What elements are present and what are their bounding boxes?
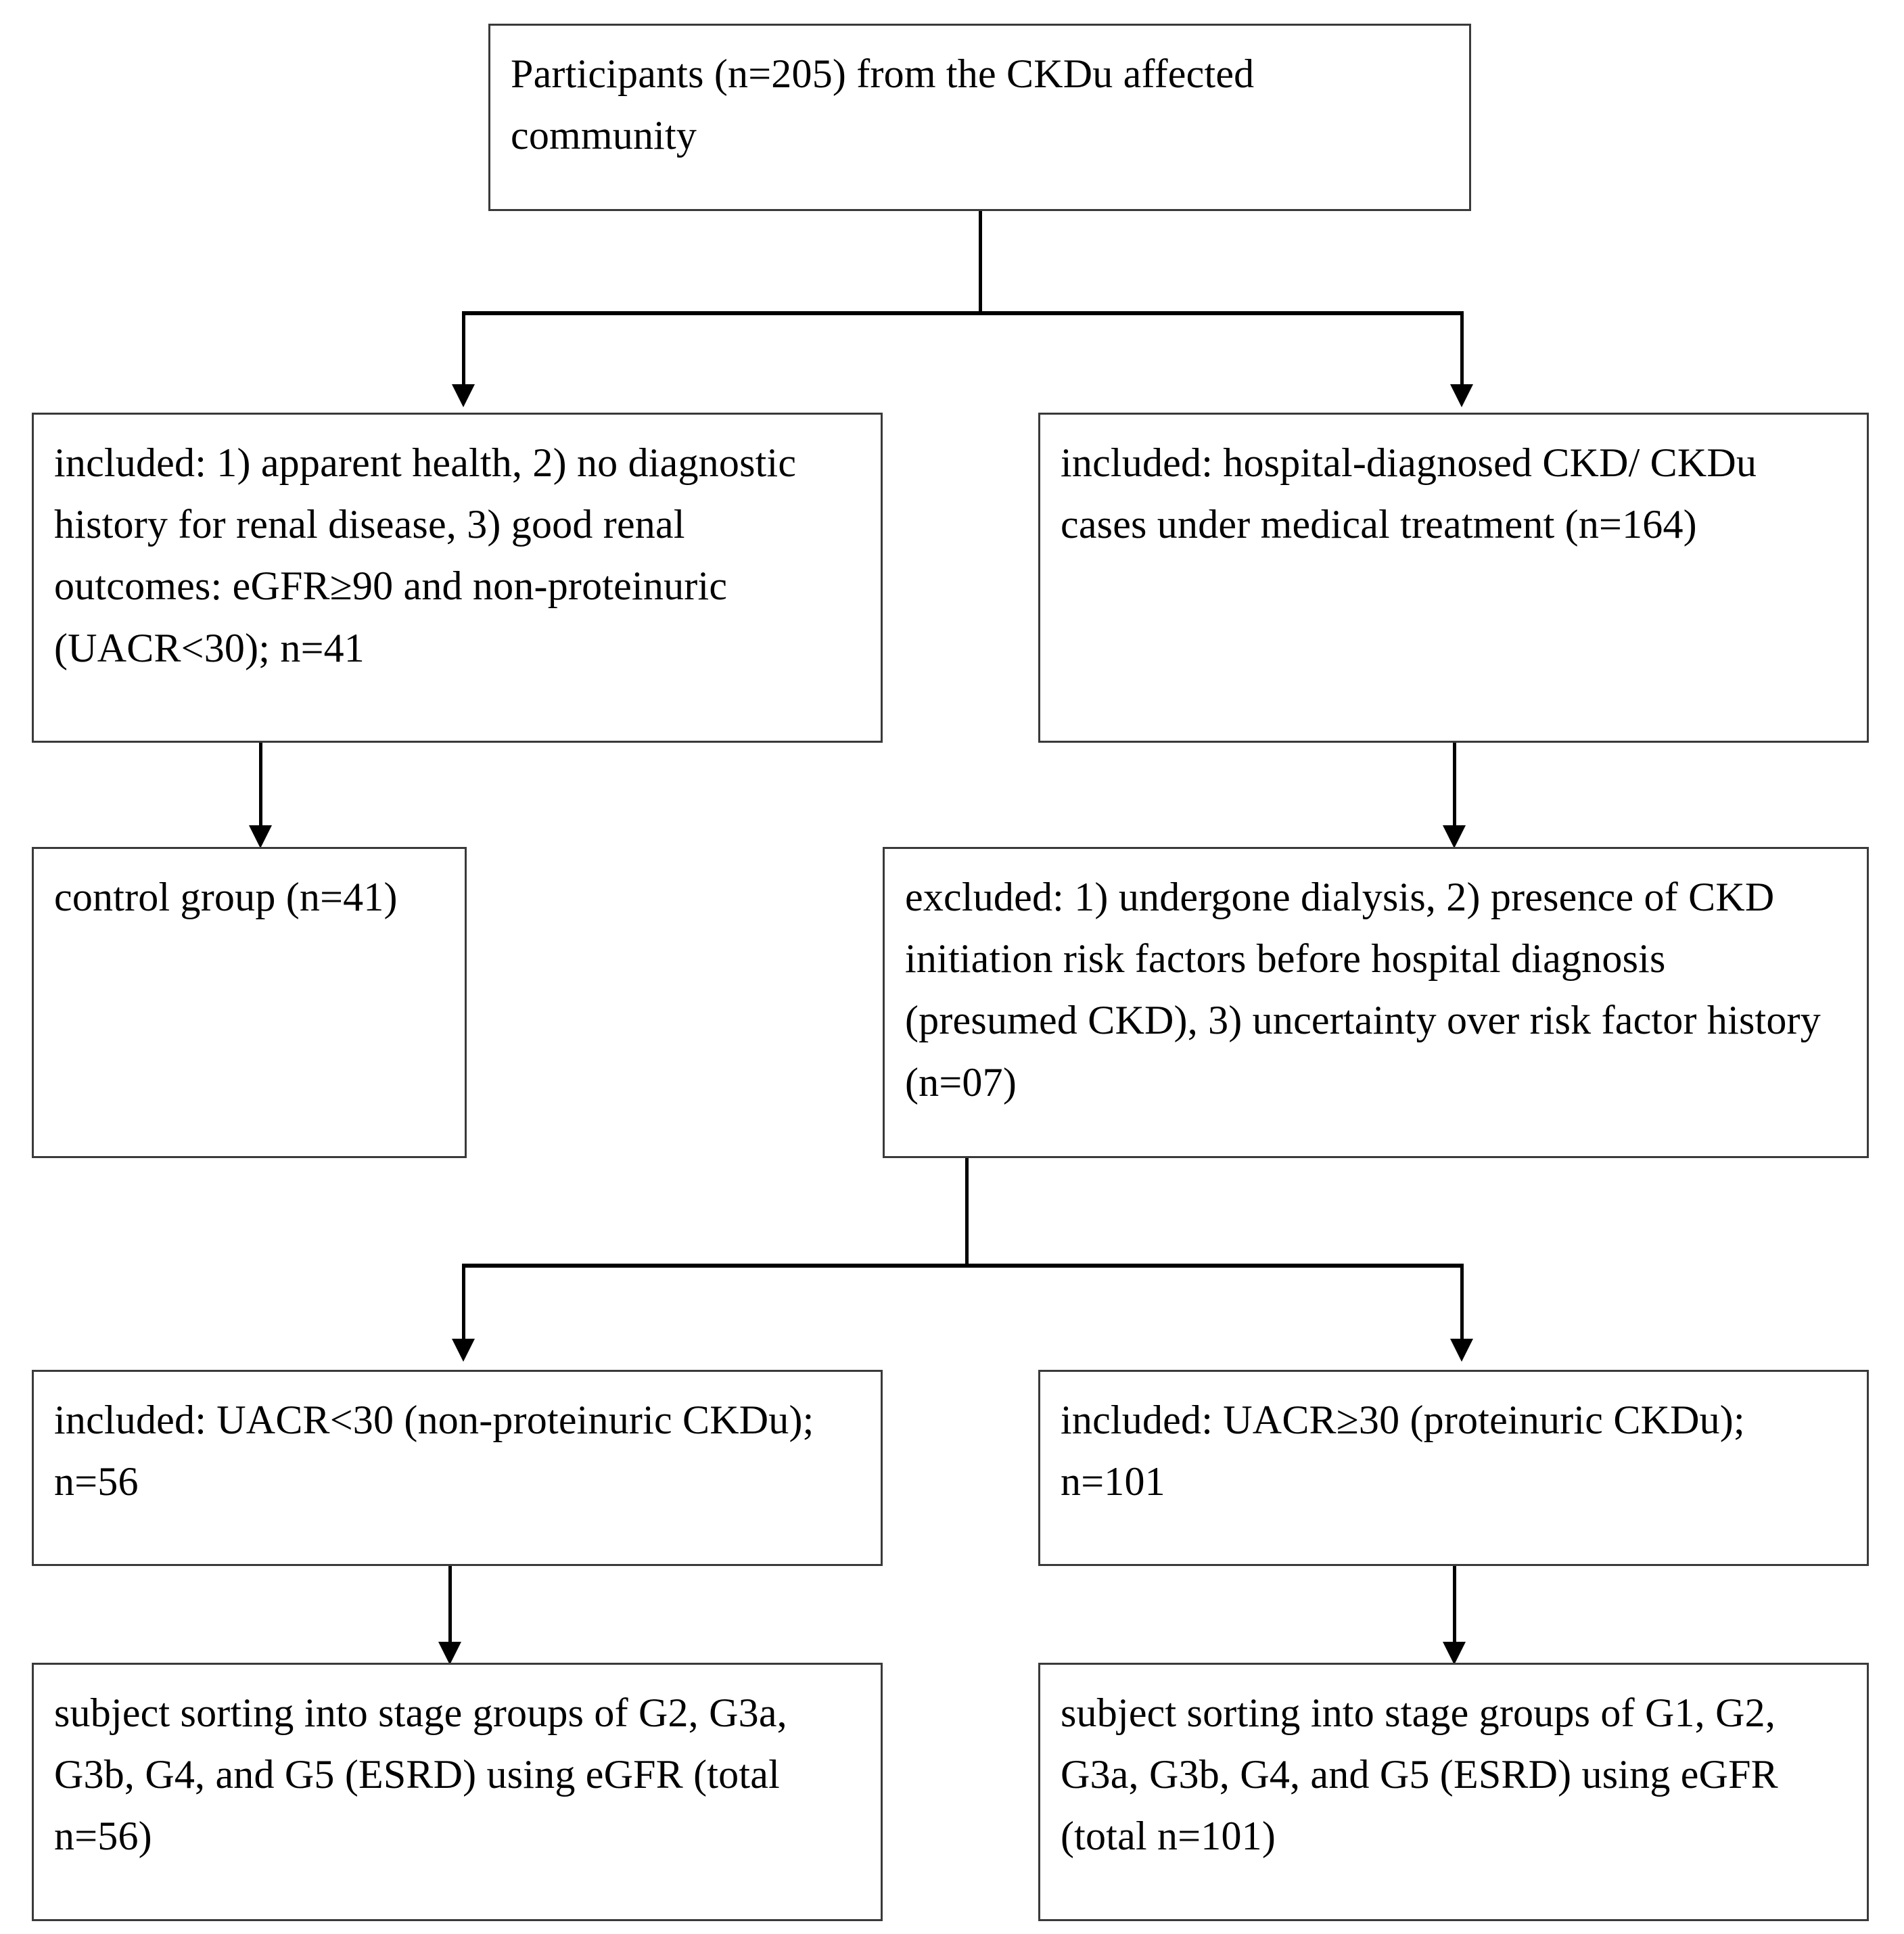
connector-excluded-right-drop bbox=[1460, 1264, 1464, 1343]
connector-excluded-right-arrowhead bbox=[1450, 1339, 1473, 1362]
node-sorting-low-label: subject sorting into stage groups of G2,… bbox=[54, 1690, 798, 1859]
connector-participants-left-arrowhead bbox=[452, 384, 475, 407]
node-included-healthy: included: 1) apparent health, 2) no diag… bbox=[32, 413, 883, 743]
connector-excluded-left-arrowhead bbox=[452, 1339, 475, 1362]
node-participants-label: Participants (n=205) from the CKDu affec… bbox=[511, 51, 1265, 158]
node-included-healthy-label: included: 1) apparent health, 2) no diag… bbox=[54, 440, 807, 670]
connector-ckd-excluded-arrowhead bbox=[1443, 825, 1466, 848]
node-uacr-low: included: UACR<30 (non-proteinuric CKDu)… bbox=[32, 1370, 883, 1566]
connector-excluded-stem bbox=[965, 1158, 969, 1266]
connector-uacrhigh-sorting-arrowhead bbox=[1443, 1642, 1466, 1665]
connector-excluded-left-drop bbox=[462, 1264, 465, 1343]
node-uacr-low-label: included: UACR<30 (non-proteinuric CKDu)… bbox=[54, 1398, 825, 1504]
node-participants: Participants (n=205) from the CKDu affec… bbox=[488, 24, 1471, 211]
connector-participants-stem bbox=[979, 211, 982, 313]
node-uacr-high: included: UACR≥30 (proteinuric CKDu); n=… bbox=[1038, 1370, 1869, 1566]
node-sorting-low: subject sorting into stage groups of G2,… bbox=[32, 1663, 883, 1921]
connector-ckd-excluded-line bbox=[1453, 743, 1456, 831]
connector-participants-right-drop bbox=[1460, 311, 1464, 389]
node-included-ckd-label: included: hospital-diagnosed CKD/ CKDu c… bbox=[1061, 440, 1767, 547]
node-excluded: excluded: 1) undergone dialysis, 2) pres… bbox=[883, 847, 1869, 1158]
node-sorting-high: subject sorting into stage groups of G1,… bbox=[1038, 1663, 1869, 1921]
connector-excluded-bar bbox=[462, 1264, 1464, 1268]
node-sorting-high-label: subject sorting into stage groups of G1,… bbox=[1061, 1690, 1789, 1859]
node-uacr-high-label: included: UACR≥30 (proteinuric CKDu); n=… bbox=[1061, 1398, 1756, 1504]
node-control-group-label: control group (n=41) bbox=[54, 875, 398, 919]
connector-uacrlow-sorting-arrowhead bbox=[438, 1642, 461, 1665]
connector-participants-left-drop bbox=[462, 311, 465, 389]
connector-uacrhigh-sorting-line bbox=[1453, 1566, 1456, 1647]
connector-healthy-control-line bbox=[259, 743, 262, 831]
node-included-ckd: included: hospital-diagnosed CKD/ CKDu c… bbox=[1038, 413, 1869, 743]
connector-uacrlow-sorting-line bbox=[448, 1566, 452, 1647]
connector-participants-right-arrowhead bbox=[1450, 384, 1473, 407]
connector-participants-bar bbox=[462, 311, 1464, 315]
node-control-group: control group (n=41) bbox=[32, 847, 467, 1158]
node-excluded-label: excluded: 1) undergone dialysis, 2) pres… bbox=[905, 875, 1832, 1105]
connector-healthy-control-arrowhead bbox=[249, 825, 272, 848]
